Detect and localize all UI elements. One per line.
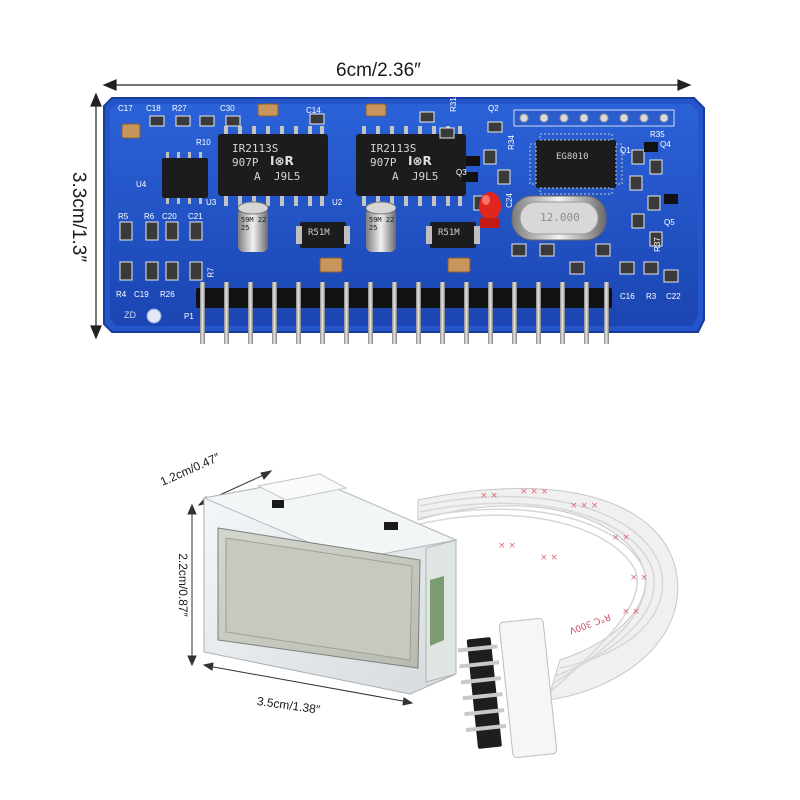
silk-r6: R6 [144,212,155,221]
chip-right-line1: IR2113S [370,142,417,155]
silk-r3: R3 [646,292,657,301]
chip-left-line2: 907P [232,156,259,169]
silk-r35: R35 [650,130,665,139]
silk-r27: R27 [172,104,187,113]
svg-text:× ×: × × [630,573,648,583]
electrolytic-cap-right [365,201,397,252]
crystal-oscillator [511,195,607,241]
lcd-height-label: 2.2cm/0.87″ [176,553,190,617]
tantalum-caps [121,103,471,273]
silk-q4: Q4 [660,140,671,149]
crystal-label: 12.000 [540,211,580,224]
header-pin-row [196,282,612,344]
ribbon-cable: × × × × × × × × × × × × × × × × × × [417,487,679,701]
silk-c20: C20 [162,212,177,221]
silk-u2: U2 [332,198,343,207]
silk-r5: R5 [118,212,129,221]
chip-ir2113s-left [218,126,328,206]
silk-c14: C14 [306,106,321,115]
chip-ir2113s-right [356,126,466,206]
silk-q1: Q1 [620,146,631,155]
svg-text:× ×: × × [498,541,516,551]
lcd-pin-header [457,637,507,749]
chip-left-logo: I⊗R [270,154,294,168]
top-pad-row [513,109,675,127]
resistor-left-label: R51M [308,228,330,238]
silk-c17: C17 [118,104,133,113]
silk-c19: C19 [134,290,149,299]
silk-q2: Q2 [488,104,499,113]
lcd-screen [217,527,421,669]
cap-right-label: 59M 22 25 [369,216,395,232]
silk-p1: P1 [184,312,194,321]
silk-c21: C21 [188,212,203,221]
chip-left-line3: A J9L5 [254,170,301,183]
silk-q3: Q3 [456,168,467,177]
board-width-label: 6cm/2.36″ [336,60,421,81]
smd-components [119,111,679,283]
silk-c18: C18 [146,104,161,113]
silk-c22: C22 [666,292,681,301]
mounting-hole [146,308,162,324]
silk-r10: R10 [196,138,211,147]
svg-text:× ×: × × [612,533,630,543]
resistor-right-label: R51M [438,228,460,238]
silk-r4: R4 [116,290,127,299]
silk-q5: Q5 [664,218,675,227]
svg-text:× × ×: × × × [570,501,598,511]
white-connector [498,617,558,759]
svg-text:× ×: × × [540,553,558,563]
chip-right-line2: 907P [370,156,397,169]
cap-left-label: 59M 22 25 [241,216,267,232]
svg-text:× × ×: × × × [520,487,548,497]
resistor-r51m-right [426,222,480,248]
chip-eg8010 [529,133,623,195]
silk-r26: R26 [160,290,175,299]
chip-u4 [162,152,208,204]
silk-zd: ZD [124,310,136,320]
chip-right-line3: A J9L5 [392,170,439,183]
silk-c30: C30 [220,104,235,113]
electrolytic-cap-left [237,201,269,252]
board-width-arrow [102,79,692,91]
mcu-label: EG8010 [556,152,589,162]
chip-right-logo: I⊗R [408,154,432,168]
red-led [479,192,501,228]
silk-c16: C16 [620,292,635,301]
silk-u4: U4 [136,180,147,189]
board-height-arrow [90,92,102,340]
lcd-height-arrow [187,503,197,667]
svg-text:× ×: × × [480,491,498,501]
lcd-width-arrow [202,662,414,706]
svg-text:× ×: × × [622,607,640,617]
silk-u3: U3 [206,198,217,207]
chip-left-line1: IR2113S [232,142,279,155]
resistor-r51m-left [296,222,350,248]
